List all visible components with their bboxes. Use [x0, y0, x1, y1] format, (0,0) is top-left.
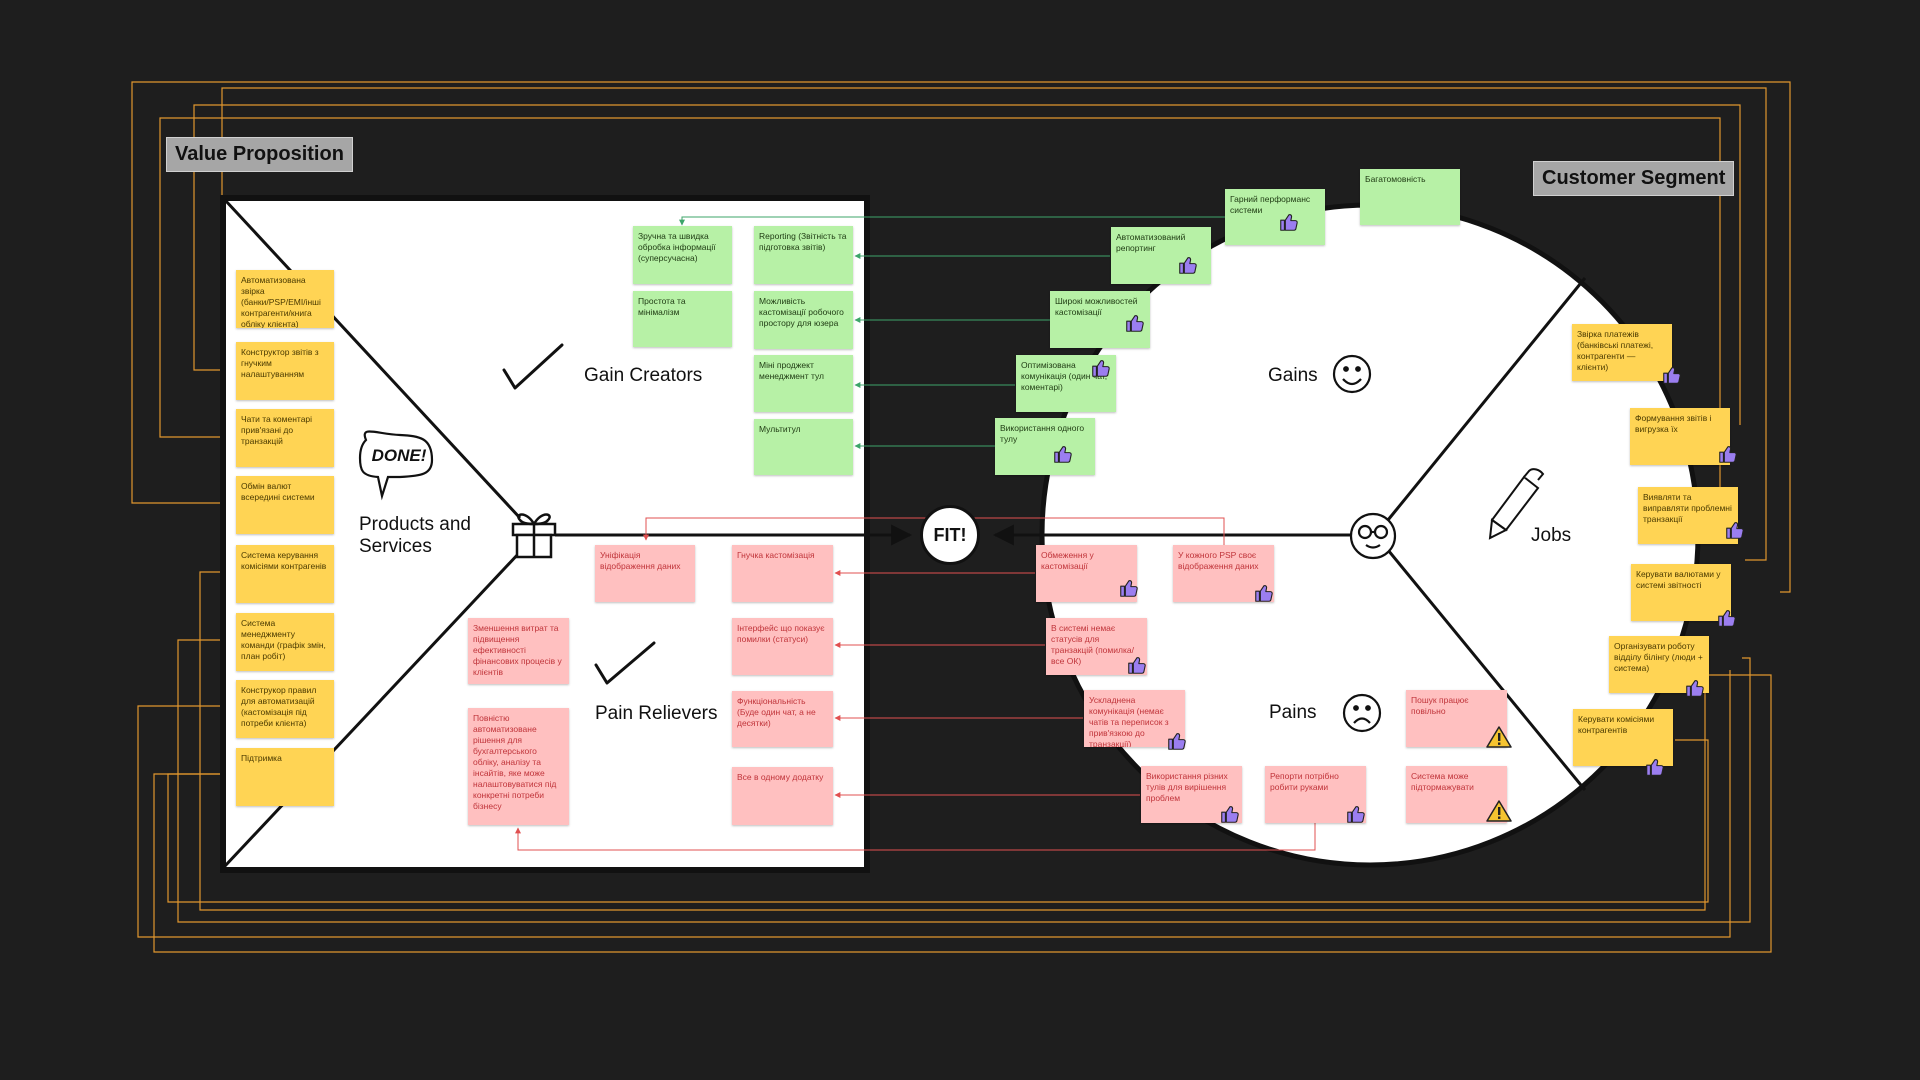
thumbs-up-icon — [1179, 257, 1197, 274]
square-dividers — [223, 198, 1350, 868]
checkmark-icon — [502, 343, 564, 390]
thumbs-up-icon — [1168, 733, 1186, 750]
frown-icon — [1342, 693, 1382, 733]
pain-note[interactable]: Пошук працює повільно — [1406, 690, 1507, 747]
products-services-line2: Services — [359, 536, 432, 557]
warning-icon — [1486, 800, 1512, 822]
products-services-title: Products and Services — [359, 514, 471, 558]
gain-creators-title: Gain Creators — [584, 365, 703, 386]
pain-reliever-note[interactable]: Інтерфейс що показує помилки (статуси) — [732, 618, 833, 675]
thumbs-up-icon — [1126, 315, 1144, 332]
thumbs-up-icon — [1646, 759, 1664, 776]
gains-title: Gains — [1268, 365, 1318, 386]
gain-creator-note[interactable]: Зручна та швидка обробка інформації (суп… — [633, 226, 732, 284]
thumbs-up-icon — [1726, 522, 1744, 539]
customer-segment-label: Customer Segment — [1533, 161, 1735, 196]
thumbs-up-icon — [1686, 680, 1704, 697]
thumbs-up-icon — [1128, 657, 1146, 674]
pencil-icon — [1488, 468, 1545, 540]
product-note[interactable]: Чати та коментарі прив'язані до транзакц… — [236, 409, 334, 467]
done-badge: DONE! — [371, 446, 427, 465]
pain-reliever-note[interactable]: Функціональність (Буде один чат, а не де… — [732, 691, 833, 747]
product-note[interactable]: Конструктор звітів з гнучким налаштуванн… — [236, 342, 334, 400]
gain-creator-note[interactable]: Міні проджект менеджмент тул — [754, 355, 853, 412]
green-connector-lines — [679, 216, 1225, 449]
smile-icon — [1332, 354, 1372, 394]
product-note[interactable]: Система керування комісіями контрагенів — [236, 545, 334, 603]
job-note[interactable]: Організувати роботу відділу білінгу (люд… — [1609, 636, 1709, 693]
gain-creator-note[interactable]: Мультитул — [754, 419, 853, 475]
value-proposition-label: Value Proposition — [166, 137, 353, 172]
thumbs-up-icon — [1120, 580, 1138, 597]
gain-note[interactable]: Автоматизований репортинг — [1111, 227, 1211, 284]
pain-reliever-note[interactable]: Гнучка кастомізація — [732, 545, 833, 602]
pain-note[interactable]: В системі немає статусів для транзакцій … — [1046, 618, 1147, 675]
pain-note[interactable]: Система може підтормажувати — [1406, 766, 1507, 823]
job-note[interactable]: Формування звітів і вигрузка їх — [1630, 408, 1730, 465]
thumbs-up-icon — [1255, 585, 1273, 602]
pain-reliever-note[interactable]: Уніфікація відображення даних — [595, 545, 695, 602]
product-note[interactable]: Система менеджменту команди (графік змін… — [236, 613, 334, 671]
done-speech-icon — [358, 430, 434, 501]
pain-reliever-note[interactable]: Повністю автоматизоване рішення для бухг… — [468, 708, 569, 825]
warning-icon — [1486, 726, 1512, 748]
thumbs-up-icon — [1718, 610, 1736, 627]
thumbs-up-icon — [1663, 367, 1681, 384]
product-note[interactable]: Автоматизована звірка (банки/PSP/EMI/інш… — [236, 270, 334, 328]
glasses-face-icon — [1349, 512, 1397, 560]
gain-creator-note[interactable]: Простота та мінімалізм — [633, 291, 732, 347]
thumbs-up-icon — [1221, 806, 1239, 823]
orange-connector-lines — [131, 81, 1791, 953]
jobs-title: Jobs — [1531, 525, 1572, 546]
gain-note[interactable]: Гарний перформанс системи — [1225, 189, 1325, 245]
checkmark-icon — [594, 641, 656, 685]
gain-note[interactable]: Використання одного тулу — [995, 418, 1095, 475]
gain-creator-note[interactable]: Reporting (Звітність та підготовка звіті… — [754, 226, 853, 284]
job-note[interactable]: Виявляти та виправляти проблемні транзак… — [1638, 487, 1738, 544]
job-note[interactable]: Керувати комісіями контрагентів — [1573, 709, 1673, 766]
pains-title: Pains — [1269, 702, 1317, 723]
thumbs-up-icon — [1092, 360, 1110, 377]
product-note[interactable]: Обмін валют всередині системи — [236, 476, 334, 534]
product-note[interactable]: Конструкор правил для автоматизацій (кас… — [236, 680, 334, 738]
gift-icon — [511, 513, 557, 559]
pain-note[interactable]: Обмеження у кастомізації — [1036, 545, 1137, 602]
gain-creator-note[interactable]: Можливість кастомізації робочого простор… — [754, 291, 853, 349]
thumbs-up-icon — [1054, 446, 1072, 463]
pain-note[interactable]: Ускладнена комунікація (немає чатів та п… — [1084, 690, 1185, 747]
fit-circle: FIT! — [920, 505, 980, 565]
job-note[interactable]: Керувати валютами у системі звітності — [1631, 564, 1731, 621]
pain-relievers-title: Pain Relievers — [595, 703, 718, 724]
thumbs-up-icon — [1719, 446, 1737, 463]
pain-reliever-note[interactable]: Все в одному додатку — [732, 767, 833, 825]
job-note[interactable]: Звірка платежів (банківські платежі, кон… — [1572, 324, 1672, 381]
pain-reliever-note[interactable]: Зменшення витрат та підвищення ефективно… — [468, 618, 569, 684]
fit-label: FIT! — [933, 524, 967, 545]
thumbs-up-icon — [1280, 214, 1298, 231]
gain-note[interactable]: Багатомовність — [1360, 169, 1460, 225]
product-note[interactable]: Підтримка — [236, 748, 334, 806]
thumbs-up-icon — [1347, 806, 1365, 823]
products-services-line1: Products and — [359, 514, 471, 535]
